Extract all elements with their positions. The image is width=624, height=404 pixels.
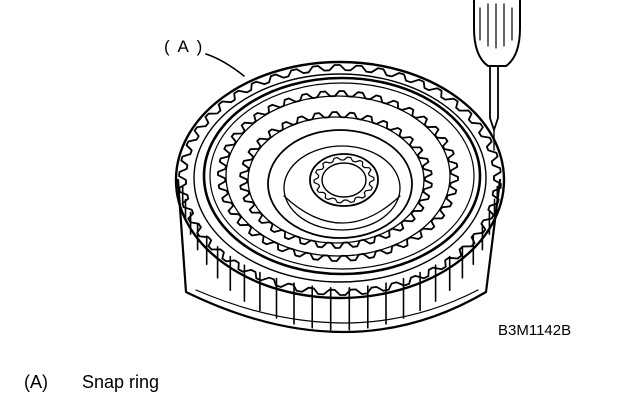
drum-outer-lip (174, 60, 506, 300)
drum-hub (267, 129, 413, 239)
legend-key: (A) (24, 372, 48, 392)
clutch-plates (217, 90, 459, 262)
figure-code: B3M1142B (498, 322, 572, 339)
snap-ring (202, 76, 482, 276)
legend-text: Snap ring (82, 372, 160, 392)
screwdriver-icon (473, 0, 521, 151)
drum-outer-wall (176, 178, 502, 333)
callout-leader (205, 53, 245, 77)
callout-label-a: ( A ) (164, 37, 205, 56)
legend-item: (A) Snap ring (24, 373, 159, 391)
